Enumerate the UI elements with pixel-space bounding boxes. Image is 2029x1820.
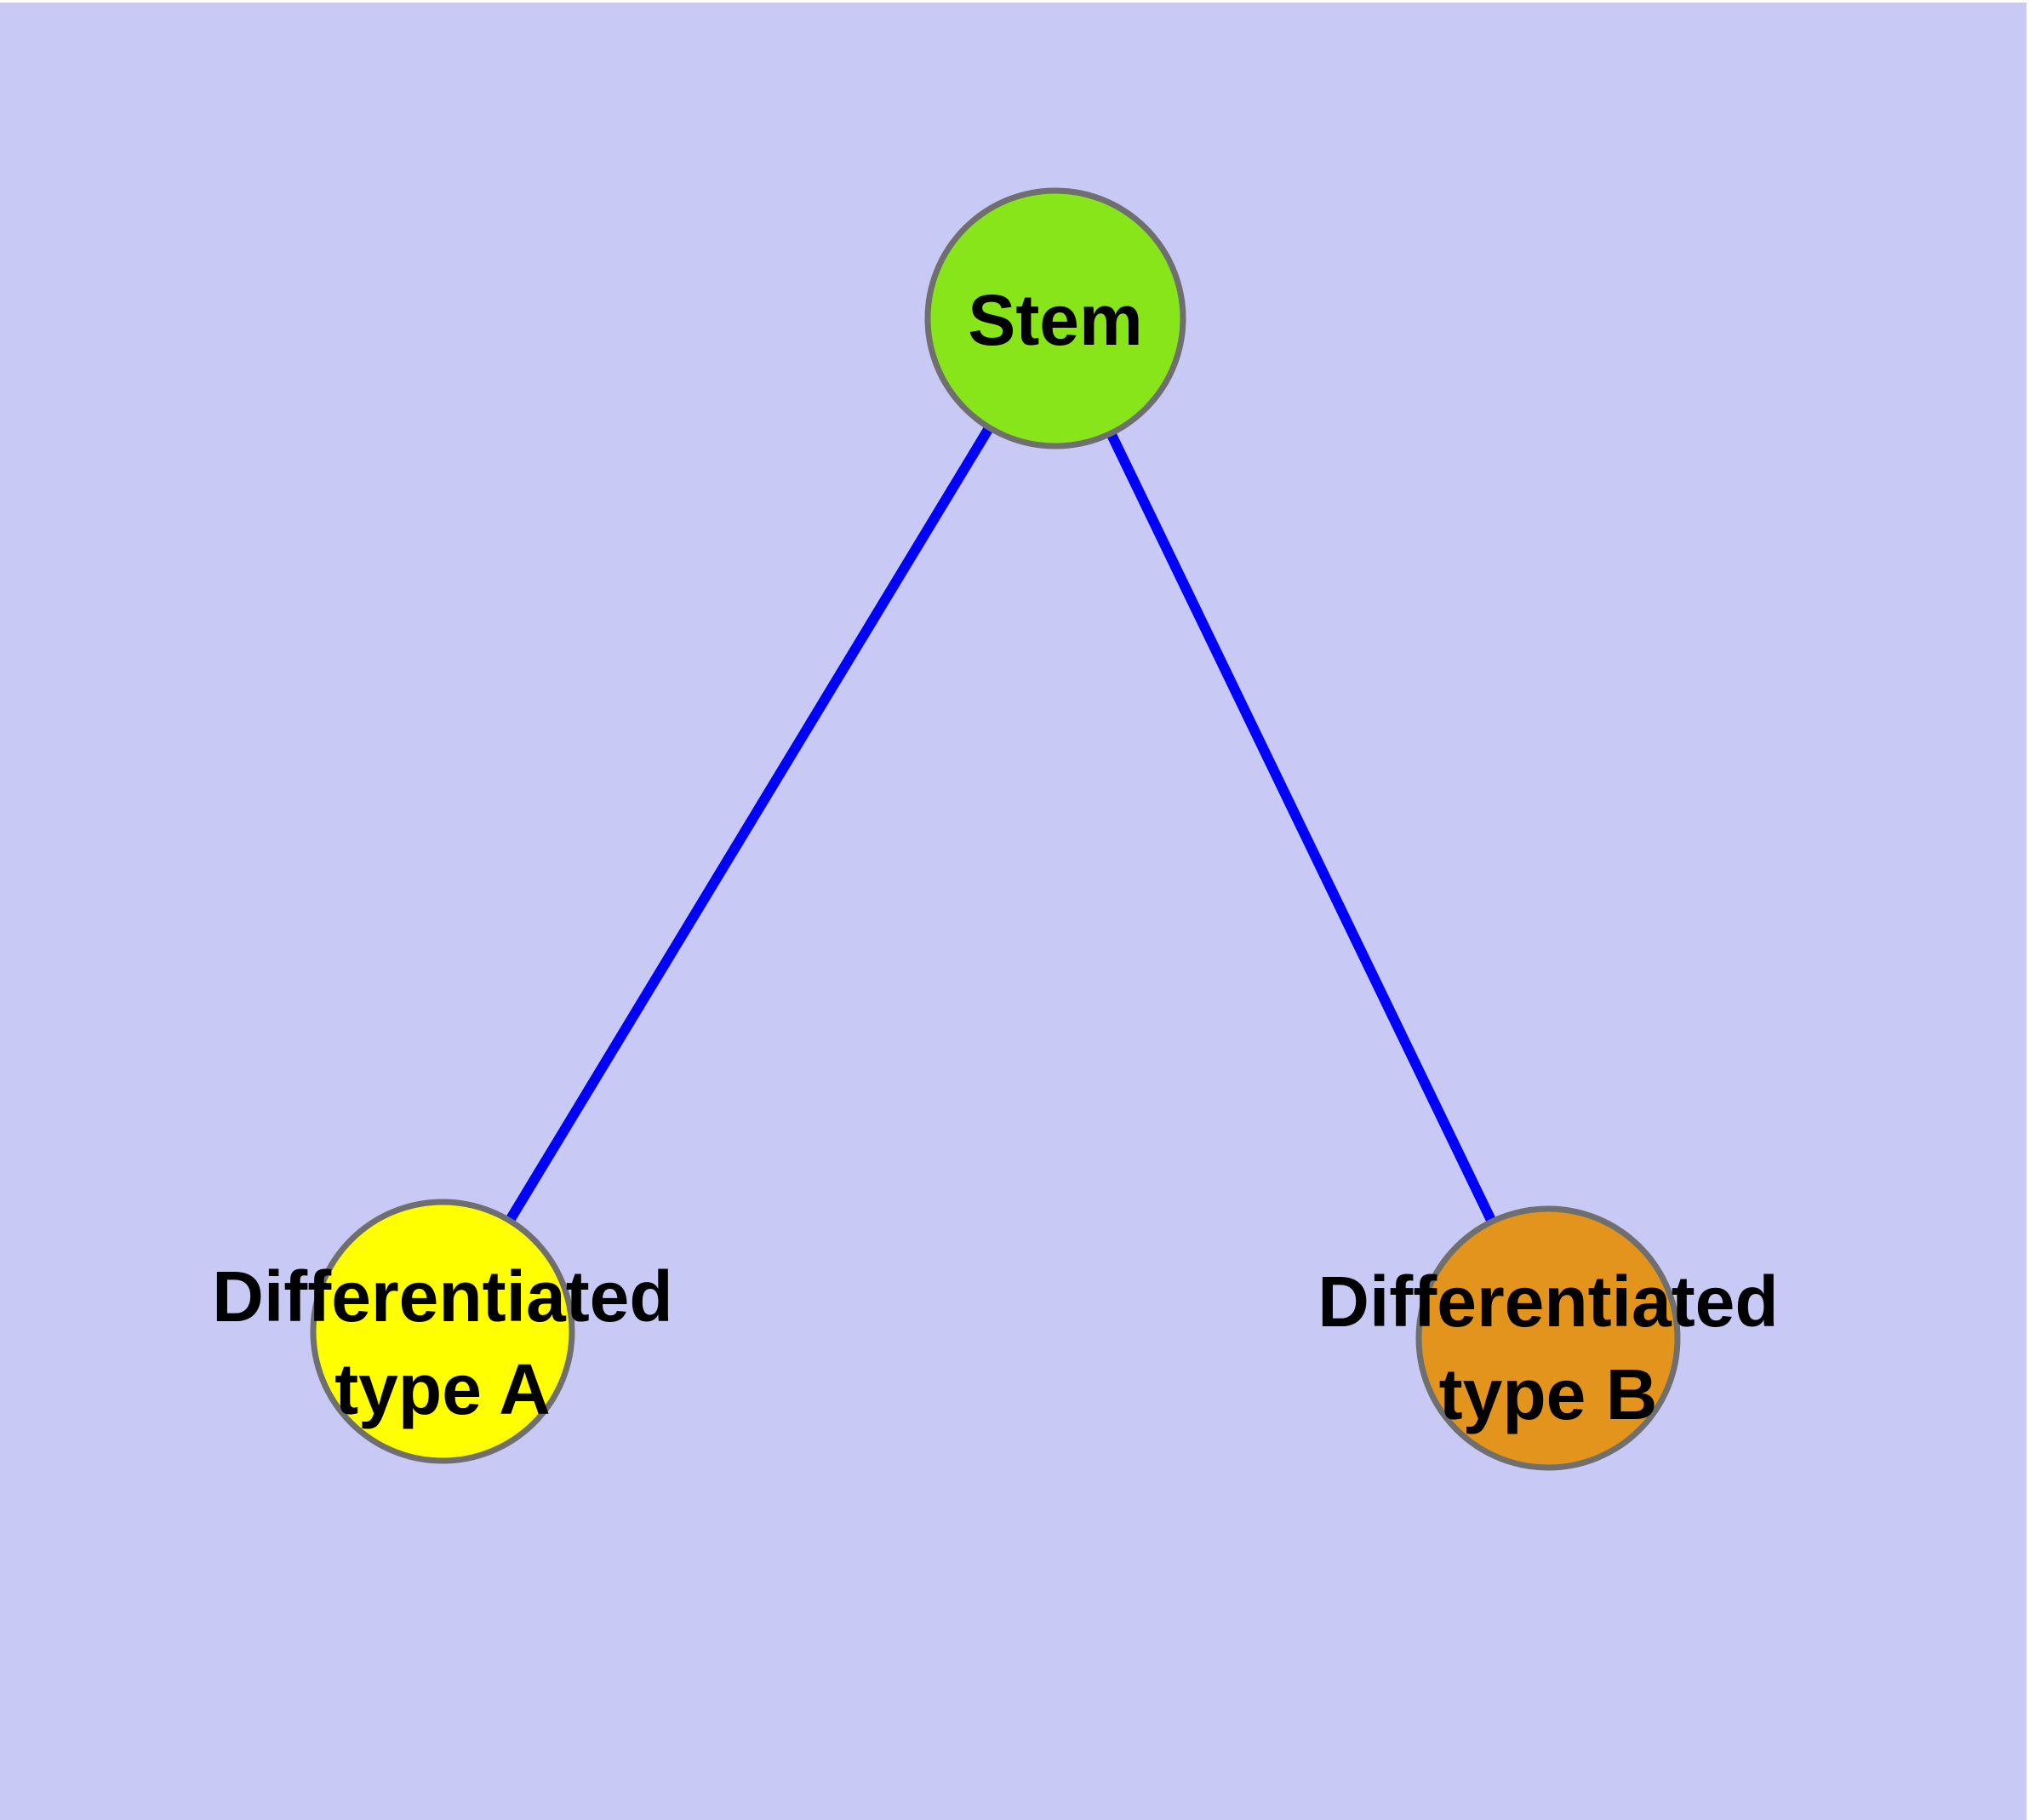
type-b-label-line-1: Differentiated	[1317, 1262, 1778, 1342]
type-a-node-label: Differentiated type A	[212, 1256, 672, 1429]
stem-node-label: Stem	[968, 280, 1142, 360]
canvas-right-margin	[2026, 0, 2029, 1820]
type-a-label-line-1: Differentiated	[212, 1256, 672, 1336]
edge-stem-to-type-b	[1050, 316, 1553, 1341]
canvas-top-margin	[0, 0, 2029, 3]
edge-stem-to-type-a	[437, 315, 1060, 1335]
type-b-label-line-2: type B	[1439, 1354, 1658, 1434]
type-a-label-line-2: type A	[334, 1349, 551, 1429]
type-b-node-label: Differentiated type B	[1317, 1262, 1778, 1434]
type-b-node-circle	[1415, 1205, 1681, 1471]
type-a-node-circle	[310, 1199, 575, 1464]
stem-node-circle	[924, 187, 1186, 449]
